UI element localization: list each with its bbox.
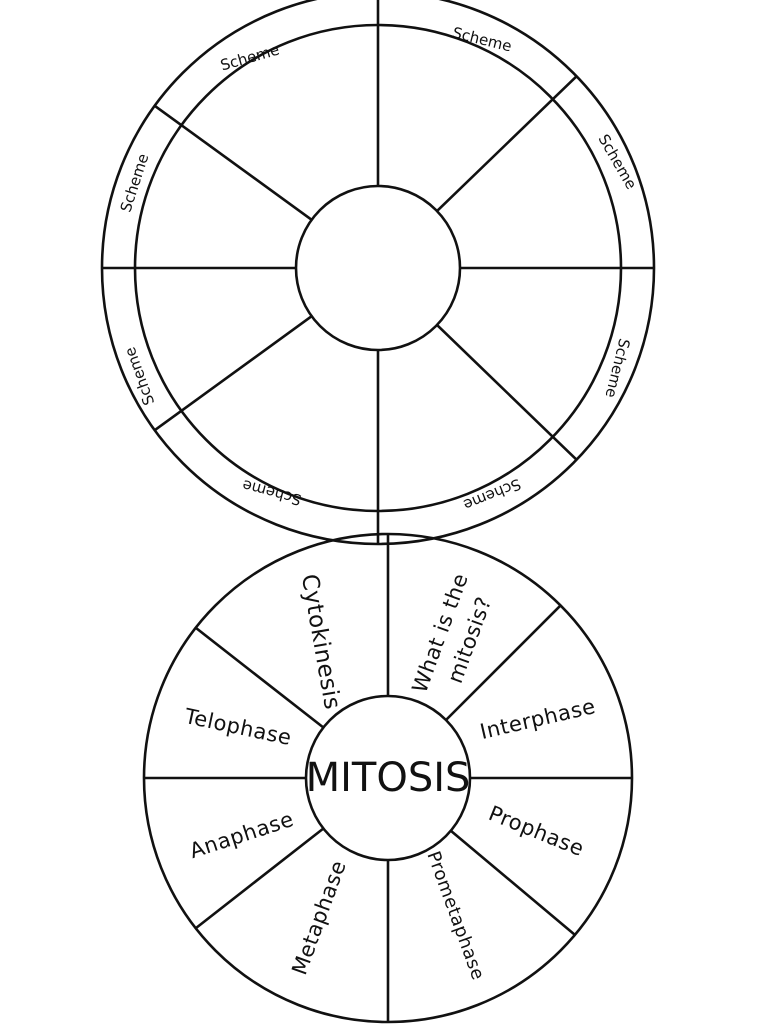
sector-label-prophase: Prophase bbox=[485, 801, 587, 861]
top-wheel-spokes bbox=[135, 25, 621, 511]
bottom-spoke-6 bbox=[194, 827, 325, 930]
sector-label-what-is-mitosis: What is the mitosis? bbox=[407, 563, 503, 706]
top-ring-label-4: Scheme bbox=[601, 337, 633, 400]
top-wheel-center-circle bbox=[294, 184, 462, 352]
top-ring-label-8: Scheme bbox=[117, 151, 153, 214]
top-spoke-8 bbox=[180, 124, 313, 221]
bottom-spoke-8 bbox=[194, 626, 325, 729]
center-title: MITOSIS bbox=[306, 755, 471, 801]
bottom-wheel-spokes bbox=[144, 534, 632, 1022]
top-ring-label-6: Scheme bbox=[240, 476, 303, 509]
top-spoke-2 bbox=[436, 98, 554, 212]
sector-label-cytokinesis: Cytokinesis bbox=[296, 572, 345, 711]
top-ring-label-1: Scheme bbox=[218, 41, 281, 75]
top-ring-divider-8 bbox=[153, 104, 183, 127]
top-ring-divider-6 bbox=[153, 409, 183, 432]
sector-label-anaphase: Anaphase bbox=[187, 807, 297, 863]
sector-label-interphase: Interphase bbox=[478, 694, 598, 744]
top-ring-divider-4 bbox=[551, 435, 578, 461]
sector-label-prometaphase: Prometaphase bbox=[422, 849, 488, 984]
top-ring-divider-2 bbox=[551, 75, 578, 101]
sector-label-telophase: Telophase bbox=[182, 704, 294, 750]
top-ring-label-7: Scheme bbox=[121, 345, 159, 408]
top-spoke-6 bbox=[180, 315, 313, 412]
bottom-wheel: MITOSIS What is the mitosis? Interphase … bbox=[142, 532, 634, 1024]
sector-label-metaphase: Metaphase bbox=[287, 857, 351, 978]
bottom-spoke-4 bbox=[449, 829, 576, 936]
top-ring-label-2: Scheme bbox=[451, 23, 514, 55]
top-wheel-ring-dividers bbox=[102, 0, 654, 544]
top-wheel: Scheme Scheme Scheme Scheme Scheme Schem… bbox=[100, 0, 656, 546]
top-spoke-4 bbox=[436, 324, 554, 438]
bottom-spoke-2 bbox=[445, 604, 562, 721]
